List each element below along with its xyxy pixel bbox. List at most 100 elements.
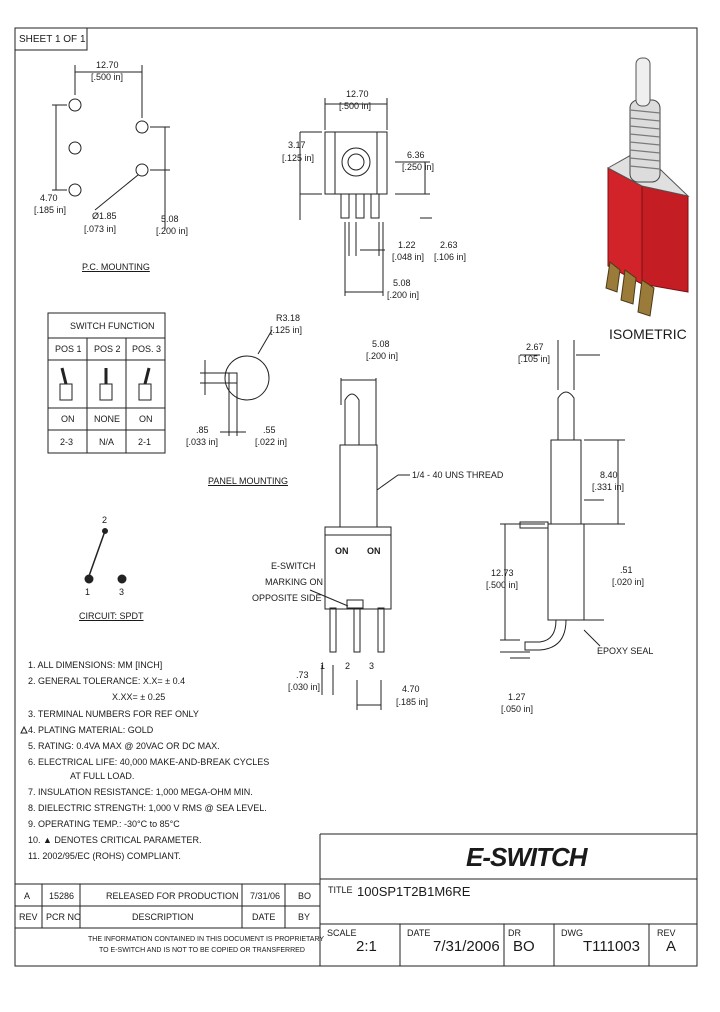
front-view (309, 378, 410, 710)
dim-pc-left-in: [.185 in] (34, 205, 67, 215)
switch-pos3-terminals: 2-1 (138, 437, 152, 447)
dwg-value: T111003 (583, 938, 640, 955)
panel-mounting-view (200, 329, 273, 436)
terminal-1-label: 1 (320, 661, 326, 671)
dim-side-127: 1.27 (508, 692, 526, 702)
dim-top-317-in: [.125 in] (282, 153, 315, 163)
dim-side-127-in: [.050 in] (501, 704, 534, 714)
toggle-lever-end (347, 153, 365, 171)
rev-by: BO (298, 891, 312, 901)
isometric-view (605, 57, 690, 317)
toggle-pos3-icon (138, 367, 152, 401)
dim-top-508: 5.08 (393, 278, 411, 288)
disclaimer-line-1: THE INFORMATION CONTAINED IN THIS DOCUME… (88, 936, 325, 943)
dim-side-1273-in: [.500 in] (486, 580, 519, 590)
front-body (324, 526, 392, 610)
date-label: DATE (407, 928, 431, 938)
thread-callout: 1/4 - 40 UNS THREAD (412, 470, 504, 480)
side-lever (557, 391, 575, 440)
note-line: 10. ▲ DENOTES CRITICAL PARAMETER. (28, 835, 202, 845)
dim-side-1273: 12.73 (491, 568, 514, 578)
circuit-terminal-2: 2 (102, 515, 108, 525)
isometric-caption: ISOMETRIC (609, 326, 687, 342)
title-block (319, 833, 697, 966)
note-line: 7. INSULATION RESISTANCE: 1,000 MEGA-OHM… (28, 787, 253, 797)
switch-function-table (47, 312, 166, 454)
sheet-label-box (14, 27, 88, 51)
e-switch-logo: E-SWITCH (466, 842, 588, 872)
side-bushing (550, 439, 582, 525)
pc-hole (135, 120, 149, 134)
dim-front-73: .73 (296, 670, 309, 680)
dim-side-267-in: [.105 in] (518, 354, 551, 364)
dim-front-73-in: [.030 in] (288, 682, 321, 692)
rev-label: REV (657, 928, 676, 938)
description-header: DESCRIPTION (132, 912, 194, 922)
pcr-header: PCR NO (46, 912, 82, 922)
epoxy-seal-callout: EPOXY SEAL (597, 646, 654, 656)
drawn-by-value: BO (513, 938, 535, 955)
pc-hole (68, 141, 82, 155)
note-line: 6. ELECTRICAL LIFE: 40,000 MAKE-AND-BREA… (28, 757, 270, 767)
terminal-2-label: 2 (345, 661, 351, 671)
rev-value: A (24, 891, 31, 901)
pc-hole (68, 98, 82, 112)
note-line: 3. TERMINAL NUMBERS FOR REF ONLY (28, 709, 199, 719)
dim-top-263-in: [.106 in] (434, 252, 467, 262)
dim-panel-r-in: [.125 in] (270, 325, 303, 335)
pcr-value: 15286 (49, 891, 75, 901)
by-header: BY (298, 912, 311, 922)
dim-pc-hole-in: [.073 in] (84, 224, 117, 234)
switch-pos2-state: NONE (94, 414, 121, 424)
dim-front-470: 4.70 (402, 684, 420, 694)
dim-front-470-in: [.185 in] (396, 697, 429, 707)
dim-panel-r: R3.18 (276, 313, 301, 323)
top-view (299, 98, 432, 296)
iso-toggle-lever (635, 57, 651, 107)
dwg-label: DWG (561, 928, 583, 938)
side-terminal (524, 619, 567, 651)
switch-pos2-header: POS 2 (94, 344, 121, 354)
note-line: AT FULL LOAD. (70, 771, 135, 781)
note-line: 2. GENERAL TOLERANCE: X.X= ± 0.4 (28, 676, 186, 686)
dim-top-317: 3.17 (288, 140, 306, 150)
part-number: 100SP1T2B1M6RE (357, 884, 471, 899)
dim-side-51-in: [.020 in] (612, 577, 645, 587)
toggle-pos1-icon (59, 367, 73, 401)
dim-top-636: 6.36 (407, 150, 425, 160)
dim-pc-right: 5.08 (161, 214, 179, 224)
circuit-diagram (84, 528, 127, 584)
iso-body-right (641, 185, 689, 293)
rev-date: 7/31/06 (250, 891, 281, 901)
circuit-terminal-3: 3 (119, 587, 125, 597)
drawn-by-label: DR (508, 928, 521, 938)
rev-description: RELEASED FOR PRODUCTION (106, 891, 239, 901)
dim-pc-hole: Ø1.85 (92, 211, 117, 221)
date-header: DATE (252, 912, 276, 922)
dim-side-51: .51 (620, 565, 633, 575)
dim-side-267: 2.67 (526, 342, 544, 352)
dim-pc-top: 12.70 (96, 60, 119, 70)
note-line: 11. 2002/95/EC (ROHS) COMPLIANT. (28, 851, 181, 861)
dim-top-636-in: [.250 in] (402, 162, 435, 172)
dim-top-122: 1.22 (398, 240, 416, 250)
note-line: 5. RATING: 0.4VA MAX @ 20VAC OR DC MAX. (28, 741, 220, 751)
panel-mounting-caption: PANEL MOUNTING (208, 476, 289, 486)
dim-front-508: 5.08 (372, 339, 390, 349)
dim-side-840-in: [.331 in] (592, 482, 625, 492)
sheet-label: SHEET 1 OF 1 (19, 34, 86, 45)
dim-panel-85-in: [.033 in] (186, 437, 219, 447)
note-line: X.XX= ± 0.25 (112, 692, 166, 702)
critical-parameter-icon (20, 725, 28, 734)
dim-pc-right-in: [.200 in] (156, 226, 189, 236)
marking-line-1: E-SWITCH (271, 561, 316, 571)
scale-value: 2:1 (356, 938, 377, 955)
note-line: 9. OPERATING TEMP.: -30°C to 85°C (28, 819, 180, 829)
title-label: TITLE (328, 885, 353, 895)
body-on-left: ON (335, 546, 349, 556)
dim-pc-left: 4.70 (40, 193, 58, 203)
switch-function-title: SWITCH FUNCTION (70, 321, 155, 331)
marking-line-3: OPPOSITE SIDE (252, 593, 322, 603)
body-on-right: ON (367, 546, 381, 556)
switch-pos1-header: POS 1 (55, 344, 82, 354)
